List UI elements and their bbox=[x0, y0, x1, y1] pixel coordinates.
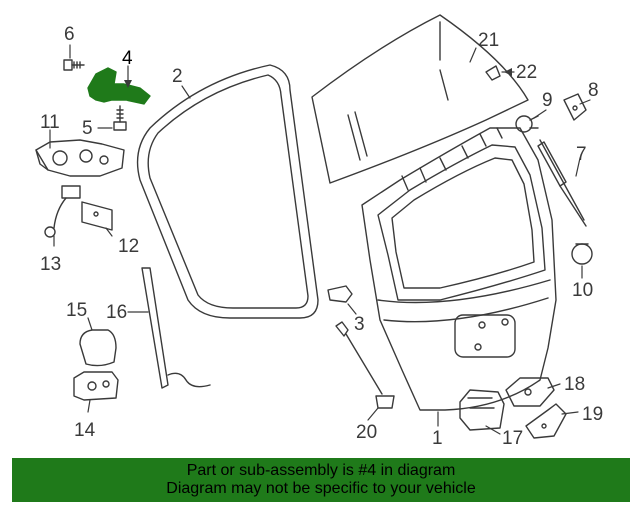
callout-14: 14 bbox=[74, 420, 96, 441]
callout-6: 6 bbox=[64, 24, 75, 45]
banner-line-part: Part or sub-assembly is #4 in diagram bbox=[186, 462, 456, 479]
motor-11-part bbox=[35, 139, 125, 177]
callout-9: 9 bbox=[542, 90, 553, 111]
bracket-8-part bbox=[563, 93, 587, 121]
banner-line-disclaimer: Diagram may not be specific to your vehi… bbox=[166, 480, 476, 497]
weatherstrip-part bbox=[136, 64, 319, 319]
striker-17-part bbox=[459, 389, 505, 431]
rear-glass-part bbox=[311, 14, 529, 184]
stud-9-part bbox=[515, 115, 539, 133]
callout-21: 21 bbox=[478, 30, 499, 51]
bumper-22-part bbox=[485, 65, 501, 81]
cable-20-part bbox=[335, 321, 395, 409]
latch-18-part bbox=[505, 377, 555, 407]
callout-1: 1 bbox=[432, 428, 443, 449]
callout-22: 22 bbox=[516, 62, 537, 83]
bracket-12-part bbox=[81, 201, 113, 231]
cap-15-part bbox=[79, 329, 117, 367]
rod-16-part bbox=[141, 267, 211, 389]
strut-7-part bbox=[537, 139, 587, 227]
callout-2: 2 bbox=[172, 66, 183, 87]
callout-18: 18 bbox=[564, 374, 585, 395]
callout-3: 3 bbox=[354, 314, 365, 335]
latch-14-part bbox=[73, 371, 119, 401]
bumper-10-part bbox=[571, 243, 593, 265]
callout-16: 16 bbox=[106, 302, 127, 323]
bolt-6-part bbox=[63, 59, 85, 71]
callout-8: 8 bbox=[588, 80, 599, 101]
callout-5: 5 bbox=[82, 118, 93, 139]
callout-7: 7 bbox=[576, 144, 587, 165]
bracket-19-part bbox=[525, 403, 567, 439]
parts-diagram: 6 4 2 5 11 21 22 8 9 7 12 13 10 16 15 3 … bbox=[35, 14, 603, 449]
bolt-5-part bbox=[113, 105, 127, 131]
callout-19: 19 bbox=[582, 404, 603, 425]
callout-11: 11 bbox=[40, 112, 60, 133]
arrowheads bbox=[124, 68, 512, 88]
hinge-part-highlighted bbox=[87, 67, 151, 105]
callout-20: 20 bbox=[356, 422, 377, 443]
switch-3-part bbox=[327, 285, 353, 303]
callout-10: 10 bbox=[572, 280, 593, 301]
liftgate-part bbox=[361, 127, 557, 411]
callout-4: 4 bbox=[122, 48, 133, 69]
callout-12: 12 bbox=[118, 236, 139, 257]
callout-15: 15 bbox=[66, 300, 87, 321]
info-banner: Part or sub-assembly is #4 in diagram Di… bbox=[12, 458, 630, 502]
callout-13: 13 bbox=[40, 254, 61, 275]
harness-13-part bbox=[44, 185, 81, 238]
callout-17: 17 bbox=[502, 428, 523, 449]
